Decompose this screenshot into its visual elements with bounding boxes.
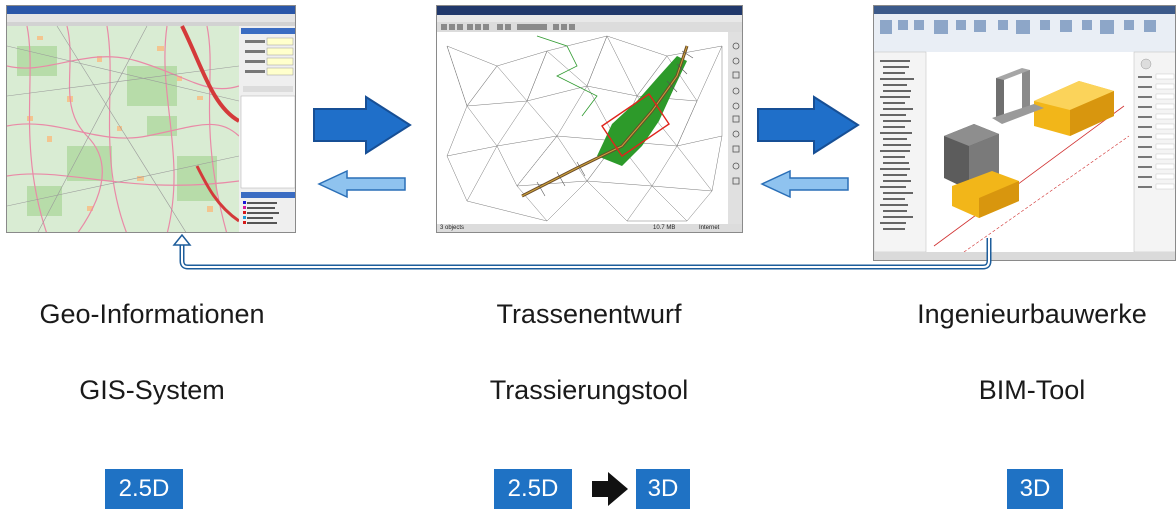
trassierung-status-size: 10.7 MB (653, 225, 676, 231)
bim-title: Ingenieurbauwerke (917, 299, 1147, 329)
gis-screenshot (6, 5, 296, 233)
trassierung-status-zone: Internet (699, 225, 720, 231)
trassierung-tin-graphic (437, 6, 742, 232)
forward-arrow-1 (313, 95, 412, 155)
return-connector-arrow (172, 234, 992, 270)
gis-map-graphic (7, 6, 295, 232)
bim-tool: BIM-Tool (978, 375, 1086, 405)
trassierung-status-objects: 3 objects (440, 225, 465, 231)
bim-screenshot (873, 5, 1176, 261)
gis-title: Geo-Informationen (39, 299, 265, 329)
bim-model-graphic (874, 6, 1175, 260)
gis-dimension-badge: 2.5D (105, 469, 183, 509)
backward-arrow-2 (760, 169, 849, 199)
trassierung-title: Trassenentwurf (496, 299, 682, 329)
backward-arrow-1 (317, 169, 406, 199)
gis-tool: GIS-System (79, 375, 225, 405)
trassierung-dimension-to-badge: 3D (636, 469, 690, 509)
trassierung-screenshot: 3 objects 10.7 MB Internet (436, 5, 743, 233)
forward-arrow-2 (757, 95, 860, 155)
trassierung-tool: Trassierungstool (489, 375, 689, 405)
bim-dimension-badge: 3D (1007, 469, 1063, 509)
trassierung-dimension-from-badge: 2.5D (494, 469, 572, 509)
dimension-transition-arrow (592, 472, 628, 506)
